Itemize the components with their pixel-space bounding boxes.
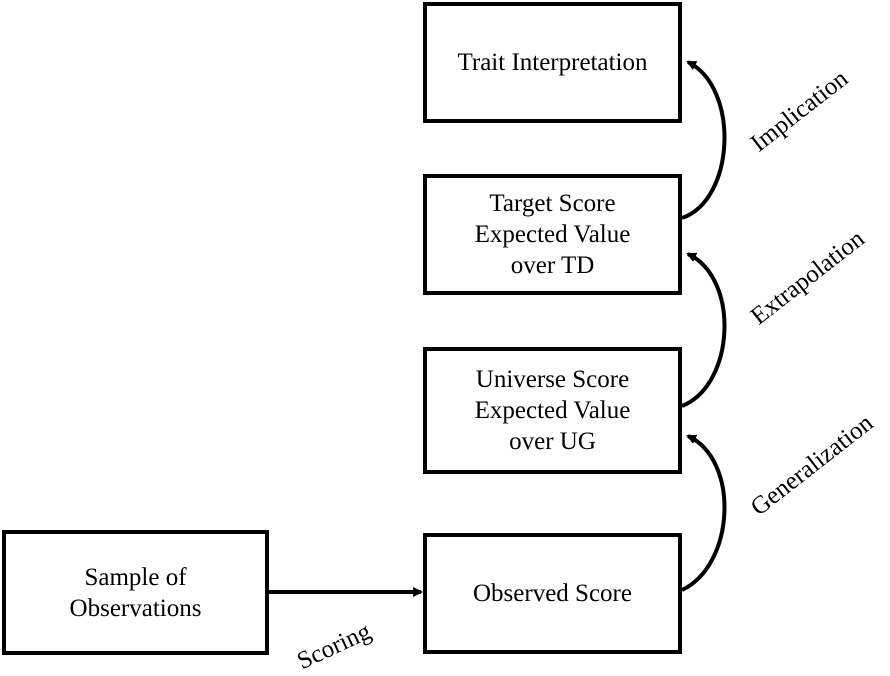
target-line-2: Expected Value	[474, 221, 631, 248]
observed-score-box: Observed Score	[423, 533, 682, 654]
trait-line-1: Trait Interpretation	[457, 49, 648, 76]
generalization-arrow	[681, 434, 727, 592]
extrapolation-arrow	[681, 252, 727, 408]
sample-line-1: Sample of	[84, 563, 187, 591]
universe-score-box: Universe Score Expected Value over UG	[423, 347, 682, 474]
target-score-box: Target Score Expected Value over TD	[423, 174, 682, 295]
sample-of-observations-box: Sample of Observations	[2, 530, 269, 655]
universe-line-1: Universe Score	[475, 366, 630, 393]
target-line-3: over TD	[510, 252, 595, 279]
universe-line-3: over UG	[509, 428, 596, 455]
target-line-1: Target Score	[489, 190, 616, 217]
universe-line-2: Expected Value	[474, 397, 631, 424]
implication-arrow	[681, 60, 727, 220]
observed-line-1: Observed Score	[473, 580, 632, 607]
trait-interpretation-box: Trait Interpretation	[423, 2, 682, 123]
sample-line-2: Observations	[69, 594, 202, 622]
